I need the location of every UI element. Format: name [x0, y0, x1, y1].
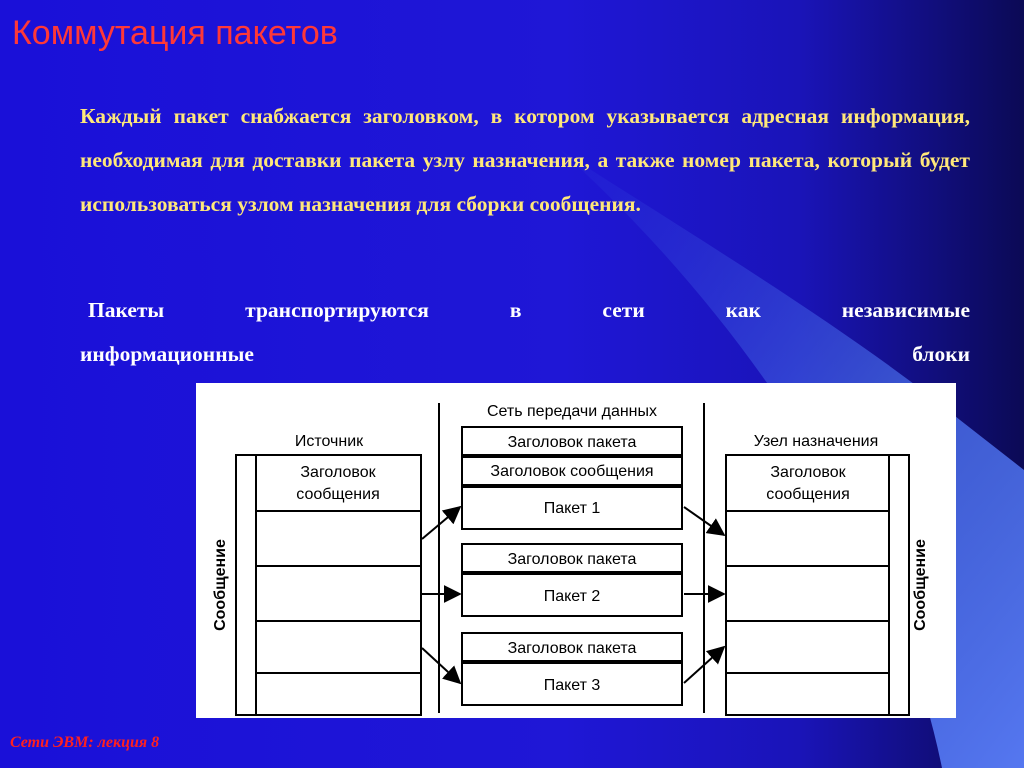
destination-message: Заголовок сообщения — [725, 454, 910, 716]
slide-title: Коммутация пакетов — [12, 14, 338, 52]
packet-1-message-header: Заголовок сообщения — [490, 463, 653, 480]
packet-1-header: Заголовок пакета — [508, 434, 637, 451]
source-label: Источник — [295, 433, 364, 450]
network-label: Сеть передачи данных — [487, 403, 657, 420]
paragraph-line-2: информационные блоки — [80, 342, 970, 366]
packet-2-label: Пакет 2 — [544, 588, 601, 605]
source-message: Заголовок сообщения — [235, 454, 422, 716]
destination-message-label: Сообщение — [912, 539, 929, 631]
packet-switching-diagram: Сеть передачи данных Источник Узел назна… — [196, 383, 956, 718]
packet-3: Заголовок пакета Пакет 3 — [461, 632, 683, 706]
packet-3-header: Заголовок пакета — [508, 640, 637, 657]
packet-2-header: Заголовок пакета — [508, 551, 637, 568]
packet-2: Заголовок пакета Пакет 2 — [461, 543, 683, 617]
source-message-label: Сообщение — [212, 539, 229, 631]
destination-header-line1: Заголовок — [770, 464, 846, 481]
packet-3-label: Пакет 3 — [544, 677, 601, 694]
paragraph-line-1: Пакеты транспортируются в сети как незав… — [88, 298, 970, 322]
slide-footer: Сети ЭВМ: лекция 8 — [10, 734, 160, 751]
paragraph-packet-header: Каждый пакет снабжается заголовком, в ко… — [80, 104, 970, 216]
destination-label: Узел назначения — [754, 433, 879, 450]
packet-1-label: Пакет 1 — [544, 500, 601, 517]
arrows-source-to-network — [421, 505, 462, 685]
arrows-network-to-destination — [683, 506, 726, 684]
paragraph-independent-blocks: Пакеты транспортируются в сети как незав… — [80, 288, 970, 376]
destination-header-line2: сообщения — [766, 486, 849, 503]
packet-1: Заголовок пакета Заголовок сообщения Пак… — [461, 426, 683, 530]
source-header-line2: сообщения — [296, 486, 379, 503]
source-header-line1: Заголовок — [300, 464, 376, 481]
